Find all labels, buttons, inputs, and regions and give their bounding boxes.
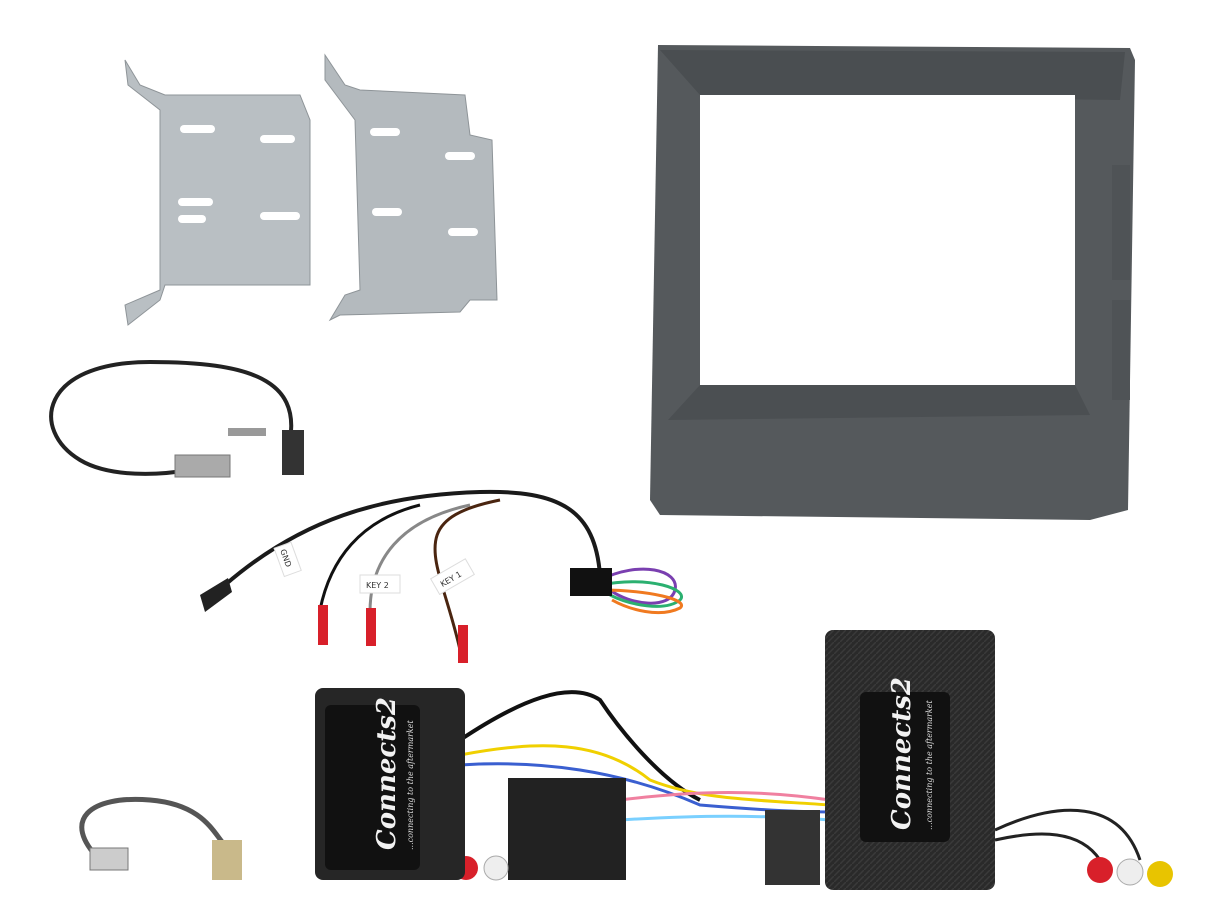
double-din-fascia [650,45,1135,520]
rca-yellow [1147,861,1173,887]
fakra-usb-connector [212,840,242,880]
usb-plug [89,847,129,871]
fascia-opening [700,95,1075,385]
tagline-left: ...connecting to the aftermarket [406,719,415,850]
quadlock-connector [508,778,626,880]
mounting-bracket-right [324,53,498,322]
jack-plug [200,578,232,612]
din-plug [174,454,231,478]
harness-plug [570,568,612,596]
terminal-gnd [318,605,328,645]
interface-module-right: Connects2 ...connecting to the aftermark… [825,630,995,890]
tagline-right: ...connecting to the aftermarket [925,699,934,830]
brand-logo-right: Connects2 [887,677,917,830]
usb-cable [79,796,242,880]
mounting-bracket-left [124,59,311,326]
interface-module-left: Connects2 ...connecting to the aftermark… [315,688,465,880]
terminal-key2 [366,608,376,646]
rca-white [1116,858,1144,886]
brand-logo-left: Connects2 [372,697,402,850]
steering-control-harness: GND KEY 2 KEY 1 [200,489,684,663]
label-key2: KEY 2 [366,581,389,590]
rca-red [1087,857,1113,883]
interface-wiring [454,690,1173,887]
fakra-connector [282,430,304,475]
terminal-key1 [458,625,468,663]
iso-connectors [765,810,820,885]
antenna-adapter-cable [49,359,304,478]
